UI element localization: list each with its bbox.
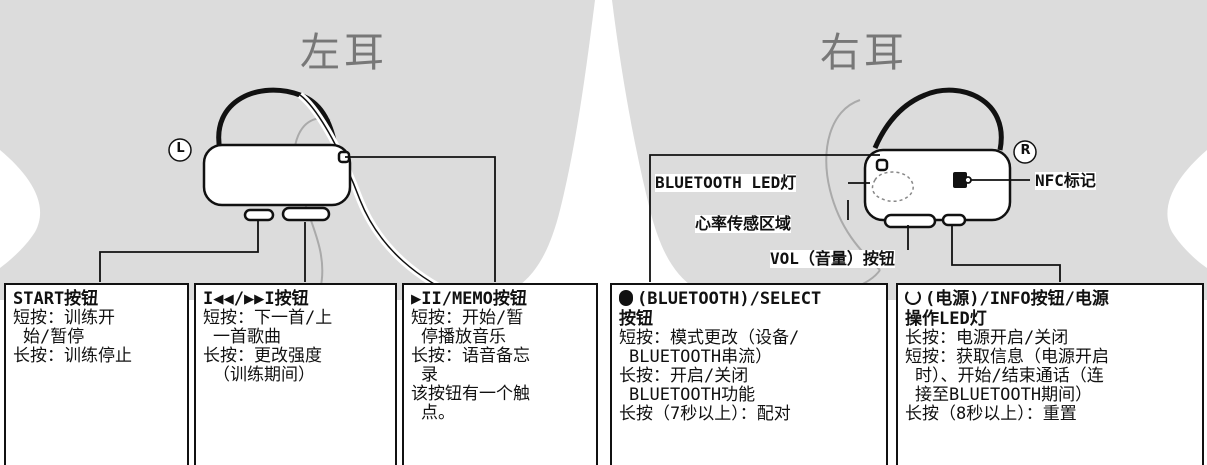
box-line: 始/暂停 xyxy=(23,327,85,347)
box-line: 长按：语音备忘 xyxy=(411,346,530,366)
nfc-mark-icon xyxy=(953,172,967,188)
power-info-title-2: 操作LED灯 xyxy=(905,309,987,329)
left-side-circle xyxy=(168,138,192,162)
box-line: 长按：电源开启/关闭 xyxy=(905,328,1069,348)
box-line: 一首歌曲 xyxy=(213,327,281,347)
power-info-title: (电源)/INFO按钮/电源 xyxy=(905,289,1196,309)
power-info-box: (电源)/INFO按钮/电源 操作LED灯 长按：电源开启/关闭 短按：获取信息… xyxy=(896,283,1204,465)
left-side-mark: L xyxy=(176,141,185,156)
right-ear-heading: 右耳 xyxy=(820,30,908,76)
box-line: 该按钮有一个触 xyxy=(411,384,530,404)
box-line: 短按：获取信息（电源开启 xyxy=(905,347,1109,367)
memo-button-title: ▶II/MEMO按钮 xyxy=(411,289,527,309)
box-line: （训练期间） xyxy=(213,365,315,385)
box-line: 长按（8秒以上）：重置 xyxy=(905,404,1077,424)
bluetooth-select-title: (BLUETOOTH)/SELECT xyxy=(619,289,880,309)
bluetooth-select-title-2: 按钮 xyxy=(619,309,653,329)
bluetooth-select-title-text: (BLUETOOTH)/SELECT xyxy=(637,289,822,309)
left-leader-lines xyxy=(99,156,496,282)
nfc-label: NFC标记 xyxy=(1035,171,1096,190)
bluetooth-led-label: BLUETOOTH LED灯 xyxy=(655,173,797,192)
memo-button-box: ▶II/MEMO按钮 短按：开始/暂 停播放音乐 长按：语音备忘 录 该按钮有一… xyxy=(402,283,598,465)
box-line: 短按：训练开 xyxy=(13,308,115,328)
box-line: 长按：更改强度 xyxy=(203,346,322,366)
heart-rate-area-label: 心率传感区域 xyxy=(695,214,792,233)
right-side-circle xyxy=(1013,140,1037,164)
right-earphone xyxy=(699,87,1012,305)
start-button-title: START按钮 xyxy=(13,289,99,309)
skip-button-title: I◀◀/▶▶I按钮 xyxy=(203,289,309,309)
box-line: 短按：下一首/上 xyxy=(203,308,333,328)
box-line: 录 xyxy=(421,365,438,385)
right-leader-lines xyxy=(649,154,1061,282)
skip-button-box: I◀◀/▶▶I按钮 短按：下一首/上 一首歌曲 长按：更改强度 （训练期间） xyxy=(194,283,397,465)
box-line: 长按：开启/关闭 xyxy=(619,366,749,386)
power-icon xyxy=(905,289,921,305)
left-face-profile xyxy=(0,150,41,268)
box-line: 停播放音乐 xyxy=(421,327,506,347)
box-line: 短按：模式更改（设备/ xyxy=(619,328,800,348)
box-line: BLUETOOTH功能 xyxy=(629,385,756,405)
box-line: 点。 xyxy=(421,403,455,423)
bluetooth-select-box: (BLUETOOTH)/SELECT 按钮 短按：模式更改（设备/ BLUETO… xyxy=(610,283,888,465)
right-face-profile xyxy=(1167,150,1207,268)
bluetooth-icon xyxy=(619,290,633,306)
vol-button-label: VOL（音量）按钮 xyxy=(770,249,895,268)
right-side-mark: R xyxy=(1020,143,1031,158)
box-line: 短按：开始/暂 xyxy=(411,308,524,328)
box-line: 长按（7秒以上）：配对 xyxy=(619,404,791,424)
start-button-box: START按钮 短按：训练开 始/暂停 长按：训练停止 xyxy=(4,283,189,465)
left-earphone xyxy=(202,87,467,304)
box-line: 接至BLUETOOTH期间） xyxy=(915,385,1093,405)
left-ear-heading: 左耳 xyxy=(300,30,388,76)
box-line: 时）、开始/结束通话（连 xyxy=(915,366,1104,386)
power-info-title-text: (电源)/INFO按钮/电源 xyxy=(925,289,1109,309)
heart-rate-area-outline xyxy=(871,171,914,202)
box-line: BLUETOOTH串流） xyxy=(629,347,773,367)
box-line: 长按：训练停止 xyxy=(13,346,132,366)
